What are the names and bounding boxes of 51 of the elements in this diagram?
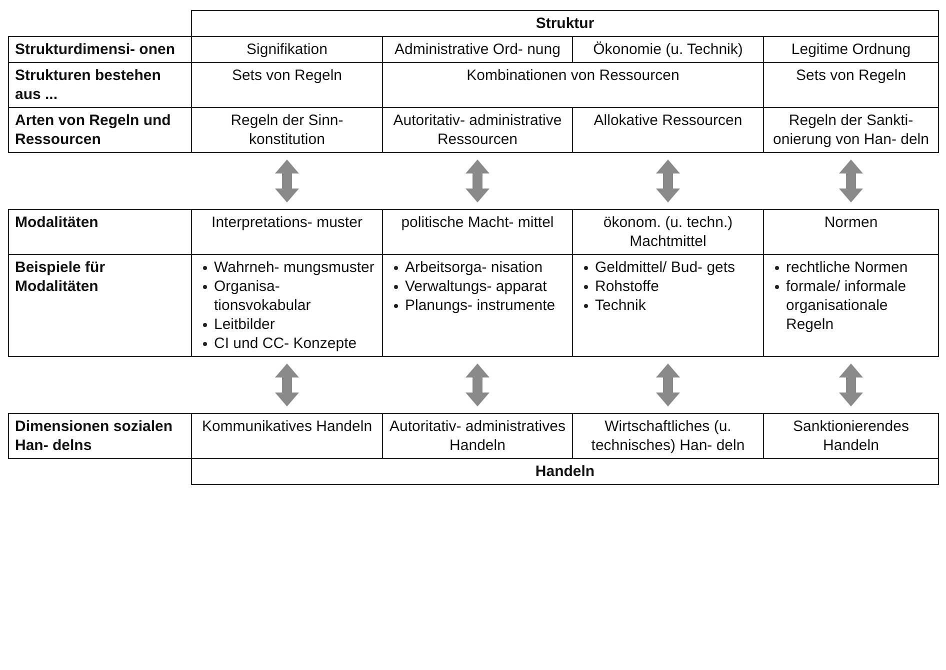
table-entry: Legitime Ordnung (764, 36, 939, 62)
bullet-item: Planungs- instrumente (393, 296, 566, 315)
bullet-item: Technik (583, 296, 757, 315)
bullet-item: Verwaltungs- apparat (393, 277, 566, 296)
table-entry: Sets von Regeln (764, 62, 939, 108)
table-entry (572, 254, 764, 356)
row-header: Arten von Regeln und Ressourcen (8, 108, 192, 152)
column-header: Struktur (192, 10, 939, 36)
table-entry (764, 254, 938, 356)
double-arrow (466, 364, 490, 406)
row-header: Strukturdimensi- onen (8, 36, 192, 62)
double-arrow (839, 160, 864, 202)
bullet-item: formale/ informale organisationale Regeln (774, 277, 932, 334)
bullet-item: Wahrneh- mungsmuster (202, 258, 376, 277)
table-entry: Wirtschaftliches (u. technisches) Han- deln (572, 414, 764, 458)
table-entry: Ökonomie (u. Technik) (572, 36, 764, 62)
row-header: Strukturen bestehen aus ... (8, 62, 192, 108)
table-entry: Normen (764, 210, 938, 254)
table-entry: Autoritativ- administratives Handeln (382, 414, 572, 458)
table-entry: politische Macht- mittel (382, 210, 572, 254)
table-entry: Kommunikatives Handeln (192, 414, 382, 458)
double-arrow (656, 364, 680, 406)
bullet-item: Arbeitsorga- nisation (393, 258, 566, 277)
table-entry: Sets von Regeln (192, 62, 382, 108)
table-entry: Regeln der Sinn- konstitution (192, 108, 382, 152)
table-entry: Regeln der Sankti- onierung von Han- deln (764, 108, 939, 152)
row-header: Beispiele für Modalitäten (8, 254, 192, 356)
table-entry: Kombinationen von Ressourcen (382, 62, 764, 108)
bullet-item: CI und CC- Konzepte (202, 334, 376, 353)
table-entry: Allokative Ressourcen (572, 108, 764, 152)
table-entry: Interpretations- muster (192, 210, 382, 254)
column-header: Handeln (192, 458, 938, 484)
table-entry (192, 254, 382, 356)
double-arrow (656, 160, 680, 202)
bullet-item: Geldmittel/ Bud- gets (583, 258, 757, 277)
table-entry: Signifikation (192, 36, 382, 62)
double-arrow (839, 364, 863, 406)
bullet-item: Rohstoffe (583, 277, 757, 296)
table-entry: ökonom. (u. techn.) Machtmittel (572, 210, 764, 254)
row-header: Dimensionen sozialen Han- delns (8, 414, 192, 458)
bullet-item: rechtliche Normen (774, 258, 932, 277)
bullet-item: Leitbilder (202, 315, 376, 334)
double-arrow (466, 160, 490, 202)
bullet-item: Organisa- tionsvokabular (202, 277, 376, 315)
row-header: Modalitäten (8, 210, 192, 254)
double-arrow (275, 160, 299, 202)
table-entry: Autoritativ- administrative Ressourcen (382, 108, 572, 152)
table-entry (382, 254, 572, 356)
double-arrow (275, 364, 299, 406)
table-entry: Sanktionierendes Handeln (764, 414, 938, 458)
table-entry: Administrative Ord- nung (382, 36, 572, 62)
